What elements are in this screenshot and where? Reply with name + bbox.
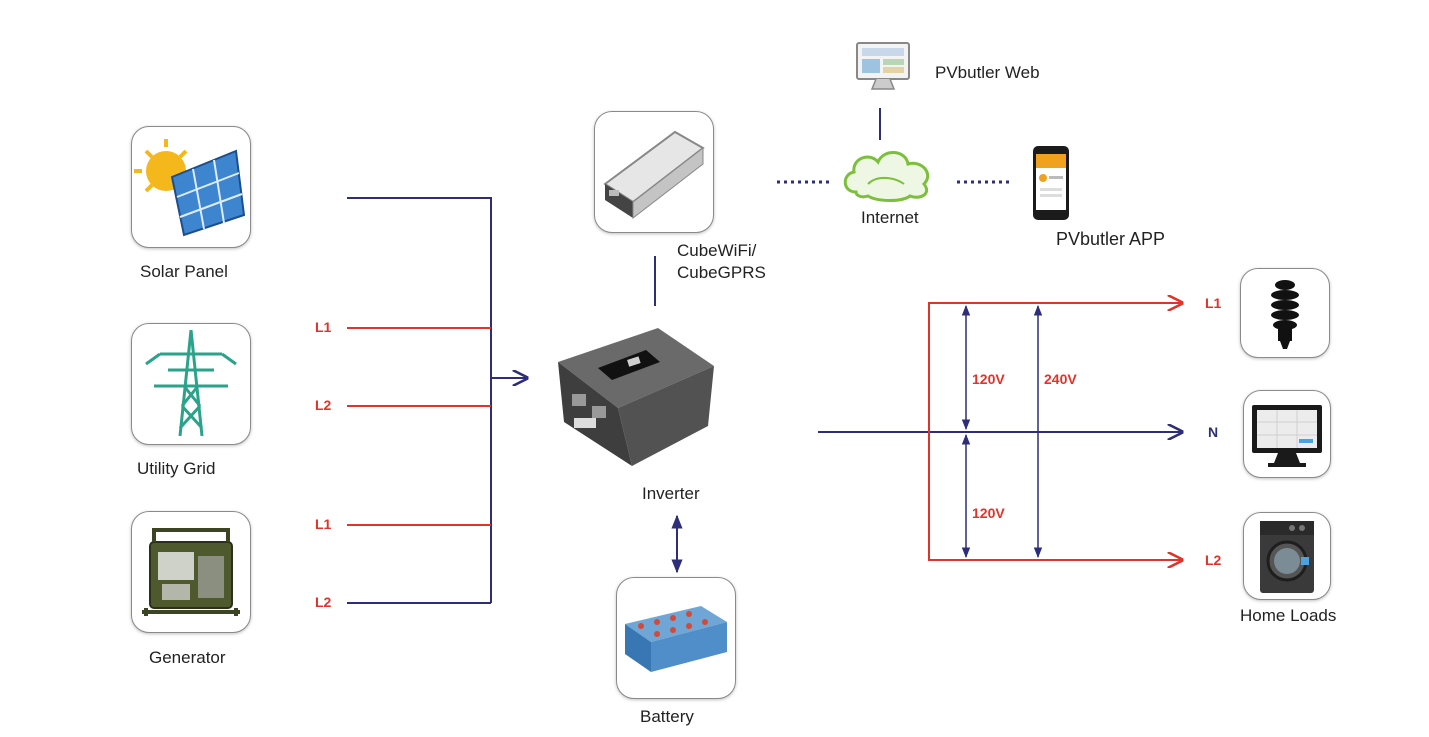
out-l2-label: L2 (1205, 552, 1222, 568)
out-n-label: N (1208, 424, 1219, 440)
out-l1-label: L1 (1205, 295, 1222, 311)
lighting-load-card (1240, 268, 1330, 358)
generator-card (131, 511, 251, 633)
tv-load-card (1243, 390, 1331, 478)
cloud-icon (843, 151, 930, 202)
washing-machine-icon (1260, 521, 1314, 593)
light-bulb-icon (1271, 280, 1299, 349)
utility-grid-label: Utility Grid (137, 459, 216, 478)
out-l2-wire (928, 432, 1182, 560)
gen-l1-label: L1 (315, 516, 332, 532)
solar-panel-card (131, 126, 251, 248)
wifi-module-icon (603, 130, 705, 220)
voltage-lower-label: 120V (972, 505, 1005, 521)
battery-icon (625, 606, 727, 672)
transmission-tower-icon (145, 329, 237, 437)
generator-label: Generator (149, 648, 226, 667)
grid-l2-label: L2 (315, 397, 332, 413)
voltage-total-label: 240V (1044, 371, 1077, 387)
internet-label: Internet (861, 208, 919, 227)
grid-l1-label: L1 (315, 319, 332, 335)
inverter-label: Inverter (642, 484, 700, 503)
out-l1-wire (928, 303, 1182, 432)
washer-load-card (1243, 512, 1331, 600)
battery-label: Battery (640, 707, 694, 726)
monitor-icon (856, 42, 910, 90)
pvbutler-app-label: PVbutler APP (1056, 229, 1166, 249)
comm-module-label: CubeWiFi/ CubeGPRS (677, 241, 766, 282)
solar-panel-icon (134, 139, 246, 237)
tv-icon (1252, 405, 1322, 467)
utility-grid-card (131, 323, 251, 445)
solar-panel-label: Solar Panel (140, 262, 228, 281)
generator-icon (142, 528, 240, 616)
home-loads-label: Home Loads (1240, 606, 1337, 625)
voltage-upper-label: 120V (972, 371, 1005, 387)
battery-card (616, 577, 736, 699)
comm-module-card (594, 111, 714, 233)
gen-l2-label: L2 (315, 594, 332, 610)
solar-dc-wire (347, 197, 492, 603)
smartphone-icon (1033, 146, 1069, 220)
inverter-icon (558, 328, 714, 466)
pvbutler-web-label: PVbutler Web (935, 63, 1040, 82)
